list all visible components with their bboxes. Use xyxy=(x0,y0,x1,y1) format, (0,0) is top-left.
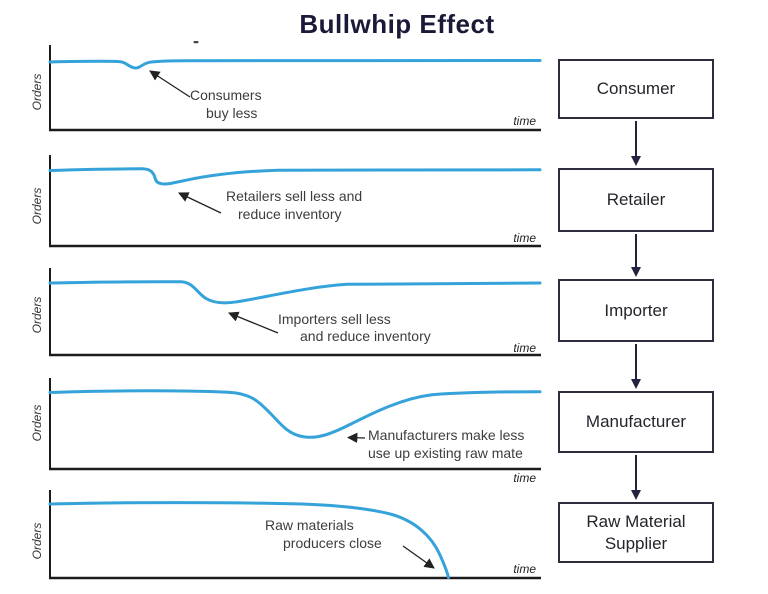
annotation-arrow xyxy=(402,545,435,569)
flow-node-importer: Importer xyxy=(558,279,714,342)
annotation-arrow xyxy=(346,432,366,443)
chart-retailer xyxy=(48,155,542,248)
annotation-raw-materials-line2: producers close xyxy=(283,535,382,551)
y-axis-label: Orders xyxy=(30,187,44,225)
annotation-manufacturers-line2: use up existing raw mate xyxy=(368,445,523,461)
annotation-importers-line2: and reduce inventory xyxy=(300,328,431,344)
y-axis-label: Orders xyxy=(30,404,44,442)
x-axis-label: time xyxy=(513,562,536,576)
x-axis-label: time xyxy=(513,471,536,485)
flow-node-consumer: Consumer xyxy=(558,59,714,119)
y-axis-label: Orders xyxy=(30,296,44,334)
annotation-retailers-line2: reduce inventory xyxy=(238,206,342,222)
flow-node-label: Importer xyxy=(604,300,668,320)
y-axis-label: Orders xyxy=(30,73,44,111)
annotation-arrow xyxy=(149,70,191,98)
flow-node-retailer: Retailer xyxy=(558,168,714,232)
flow-node-manufacturer: Manufacturer xyxy=(558,391,714,453)
orders-curve xyxy=(48,59,542,70)
flow-node-label: Consumer xyxy=(596,79,676,99)
orders-curve xyxy=(48,167,542,186)
stray-mark xyxy=(193,41,199,44)
annotation-raw-materials-line1: Raw materials xyxy=(265,517,354,533)
annotation-consumers-line1: Consumers xyxy=(190,87,262,103)
annotation-consumers-line2: buy less xyxy=(206,105,258,121)
annotation-manufacturers-line1: Manufacturers make less xyxy=(368,427,525,443)
y-axis-label: Orders xyxy=(30,522,44,560)
annotation-retailers-line1: Retailers sell less and xyxy=(226,188,363,204)
x-axis-label: time xyxy=(513,114,536,128)
flow-node-label: Manufacturer xyxy=(585,412,687,432)
chart-manufacturer xyxy=(48,378,542,471)
annotation-arrow xyxy=(178,192,222,214)
chart-consumer xyxy=(48,45,542,132)
chart-importer xyxy=(48,268,542,357)
flow-node-raw-material-supplier: Raw Material Supplier xyxy=(558,502,714,563)
flow-node-label: Retailer xyxy=(606,190,666,210)
x-axis-label: time xyxy=(513,231,536,245)
orders-curve xyxy=(48,280,542,305)
annotation-importers-line1: Importers sell less xyxy=(278,311,391,327)
page-title: Bullwhip Effect xyxy=(299,9,495,39)
annotation-arrow xyxy=(228,311,279,334)
x-axis-label: time xyxy=(513,341,536,355)
orders-curve xyxy=(48,501,450,579)
orders-curve xyxy=(48,389,542,439)
flow-node-label: Raw Material Supplier xyxy=(586,512,686,553)
chart-raw-material xyxy=(48,490,541,580)
